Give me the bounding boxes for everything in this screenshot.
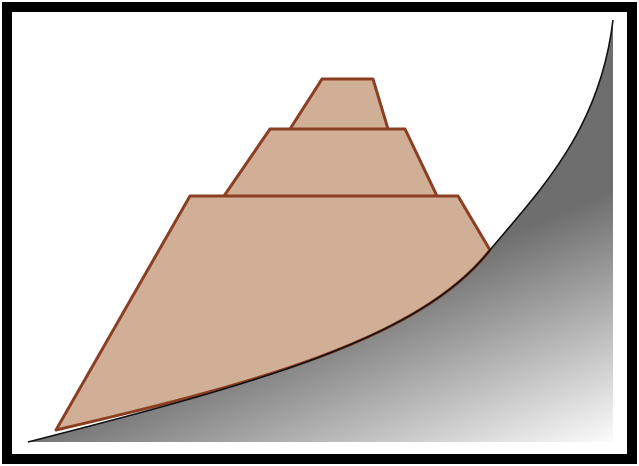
diagram-canvas — [0, 0, 639, 466]
diagram-frame — [0, 0, 639, 466]
